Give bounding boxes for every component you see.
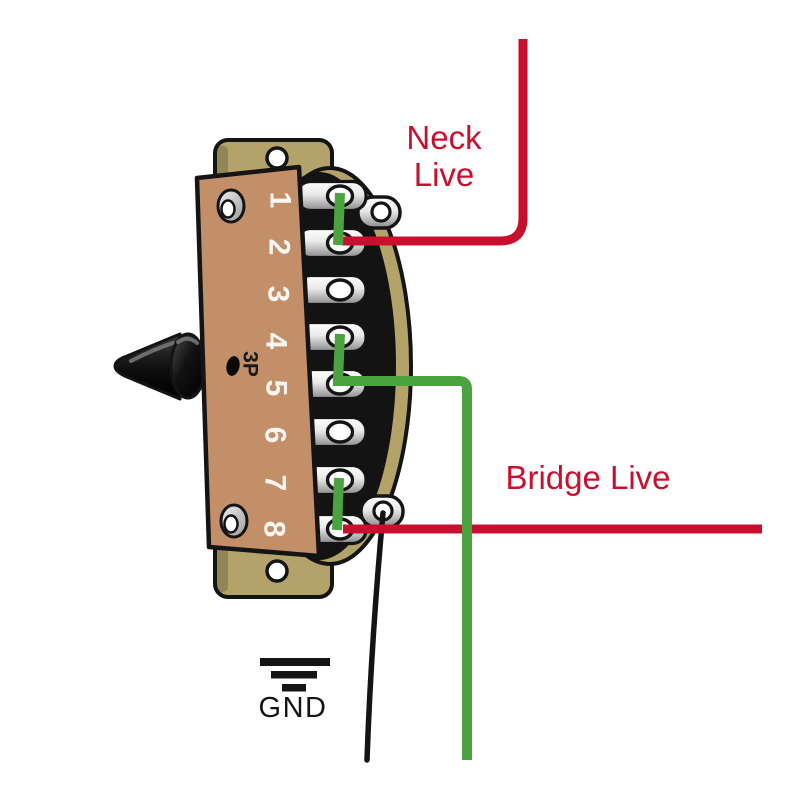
terminal-number-7: 7 [259,475,292,492]
terminal-number-5: 5 [260,380,293,397]
terminal-lug-4 [295,320,368,354]
plate-screw-hole-top [265,146,289,170]
jumper-wire-1-2 [333,192,345,246]
ground-icon-bar-3 [282,684,306,692]
ground-label: GND [259,692,328,724]
lever-cone-highlight [129,341,175,363]
switch-body-panel [194,164,322,559]
body-eyelet-bottom-hole [223,514,239,534]
terminal-number-3: 3 [262,286,295,303]
neck-live-label-line2: Live [414,156,475,193]
terminal-lug-3-hole [325,278,355,302]
neck-live-wire [342,39,528,246]
terminal-lug-6-hole [325,420,355,444]
side-lug-top [356,195,402,230]
jumper-wire-4-5-out [332,333,472,760]
terminal-number-4: 4 [260,333,293,350]
terminal-number-6: 6 [259,427,292,444]
neck-live-label-line1: Neck [406,119,482,156]
ground-icon-bar-1 [260,658,330,666]
lever-dome [169,332,207,400]
terminal-number-2: 2 [263,239,296,256]
terminal-number-1: 1 [264,192,297,209]
side-lug-top-hole [370,201,392,223]
body-oval-hole [226,356,240,376]
lever-cone [113,332,182,401]
lever [113,332,216,401]
terminal-number-8: 8 [258,521,291,538]
plate-screw-hole-bottom [265,559,289,583]
ground-icon [260,658,330,692]
terminal-lug-1 [295,179,368,213]
switch-body: 3P 1 2 3 4 5 6 7 8 [194,164,322,559]
ground-icon-bar-2 [271,671,317,679]
lever-dome-highlight [176,336,199,345]
body-eyelet-top-hole [220,199,236,219]
ground-wire [364,510,386,763]
switch-marking-3p: 3P [239,351,262,377]
jumper-wire-7-8 [332,477,344,531]
bridge-live-label: Bridge Live [505,459,670,496]
